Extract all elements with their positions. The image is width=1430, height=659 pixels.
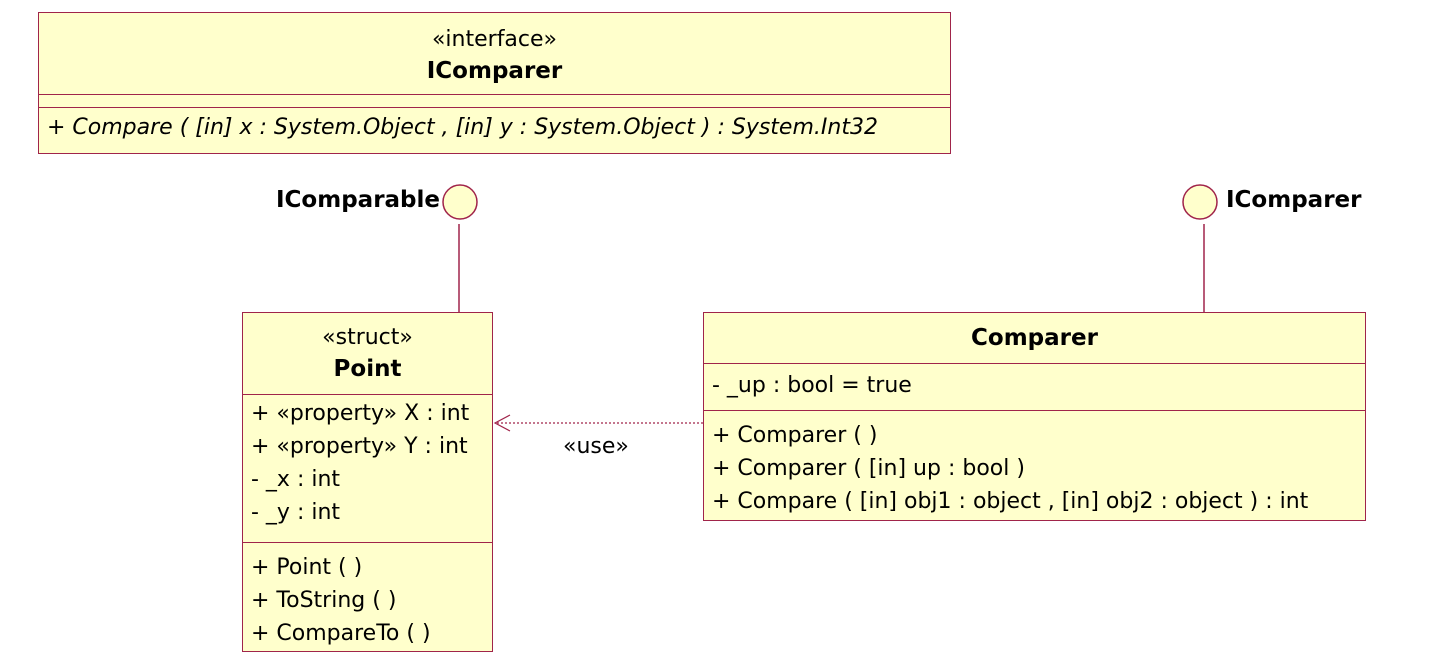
point-attribute: - _y : int bbox=[251, 500, 341, 525]
point-attribute: + «property» Y : int bbox=[251, 434, 468, 459]
comparer-attribute: - _up : bool = true bbox=[712, 373, 912, 398]
icomparer-interface-name: IComparer bbox=[426, 58, 563, 84]
use-dependency-arrowhead bbox=[493, 414, 511, 432]
comparer-operation: + Comparer ( ) bbox=[712, 423, 878, 448]
icomparable-label: IComparable bbox=[276, 187, 440, 213]
point-operation: + ToString ( ) bbox=[251, 588, 397, 613]
icomparer-lollipop-label: IComparer bbox=[1226, 187, 1362, 213]
icomparer-interface-stereotype: «interface» bbox=[431, 27, 558, 52]
point-header: «struct» Point bbox=[243, 313, 492, 394]
icomparer-lollipop-circle bbox=[1182, 184, 1218, 220]
comparer-class-box: Comparer - _up : bool = true + Comparer … bbox=[703, 312, 1366, 521]
point-stereotype: «struct» bbox=[322, 325, 413, 350]
icomparable-lollipop-circle bbox=[442, 184, 478, 220]
point-attribute: - _x : int bbox=[251, 467, 341, 492]
point-operation: + Point ( ) bbox=[251, 555, 363, 580]
point-operations: + Point ( ) + ToString ( ) + CompareTo (… bbox=[243, 542, 492, 650]
point-operation: + CompareTo ( ) bbox=[251, 621, 431, 646]
comparer-attributes: - _up : bool = true bbox=[704, 363, 1365, 410]
point-attribute: + «property» X : int bbox=[251, 401, 470, 426]
icomparer-interface-header: «interface» IComparer bbox=[39, 13, 950, 94]
icomparer-interface-box: «interface» IComparer + Compare ( [in] x… bbox=[38, 12, 951, 154]
point-attributes: + «property» X : int + «property» Y : in… bbox=[243, 394, 492, 542]
icomparer-interface-attributes bbox=[39, 94, 950, 107]
icomparer-interface-operations: + Compare ( [in] x : System.Object , [in… bbox=[39, 107, 950, 144]
comparer-header: Comparer bbox=[704, 313, 1365, 363]
comparer-operations: + Comparer ( ) + Comparer ( [in] up : bo… bbox=[704, 410, 1365, 518]
point-name: Point bbox=[333, 356, 402, 382]
icomparer-interface-operation: + Compare ( [in] x : System.Object , [in… bbox=[47, 115, 878, 140]
comparer-operation: + Compare ( [in] obj1 : object , [in] ob… bbox=[712, 489, 1309, 514]
comparer-name: Comparer bbox=[971, 325, 1098, 351]
point-struct-box: «struct» Point + «property» X : int + «p… bbox=[242, 312, 493, 652]
use-dependency-label: «use» bbox=[563, 434, 629, 459]
comparer-operation: + Comparer ( [in] up : bool ) bbox=[712, 456, 1025, 481]
